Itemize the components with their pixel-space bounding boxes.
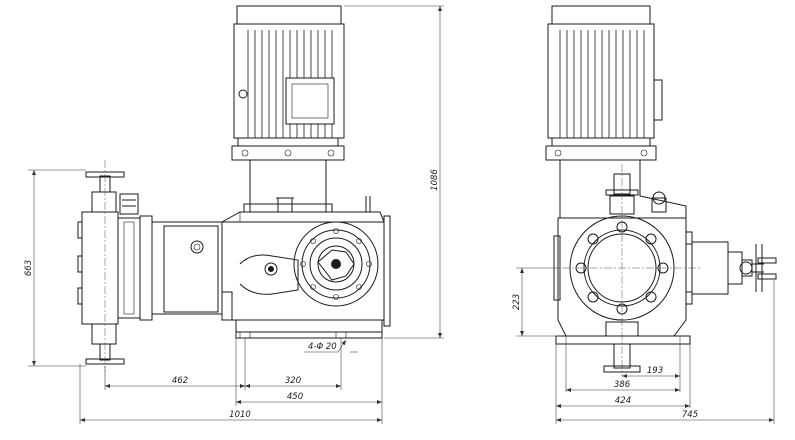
dim-overall-length: 1010: [229, 410, 251, 420]
dim-base-width-inner: 386: [614, 380, 631, 390]
side-dimensions: 223 193 386 424 745: [512, 267, 775, 424]
side-view: 223 193 386 424 745: [512, 5, 777, 424]
front-motor: [231, 5, 345, 161]
dim-flange-to-flange: 663: [24, 260, 34, 276]
dim-base-hole-spacing: 320: [285, 376, 301, 386]
front-reducer: [243, 159, 371, 213]
dim-base-length: 450: [287, 392, 303, 402]
front-frame: [117, 215, 223, 321]
side-pump-body: [553, 215, 700, 373]
dim-overall-width: 745: [682, 410, 698, 420]
front-dimensions: 1086 663 462 320 450 1010 4-Φ 20: [24, 5, 444, 424]
dim-mount-holes: 4-Φ 20: [308, 342, 337, 352]
dim-flange-center-height: 223: [512, 294, 522, 310]
front-gearbox: [221, 211, 391, 339]
dim-overall-height: 1086: [430, 169, 440, 191]
side-motor: [545, 5, 663, 161]
dim-half-base-width: 193: [647, 366, 663, 376]
front-pump-head: [77, 160, 139, 372]
front-view: 1086 663 462 320 450 1010 4-Φ 20: [24, 5, 444, 424]
dim-pump-offset: 462: [172, 376, 188, 386]
dim-base-width: 424: [615, 396, 631, 406]
side-adjuster: [691, 241, 777, 295]
